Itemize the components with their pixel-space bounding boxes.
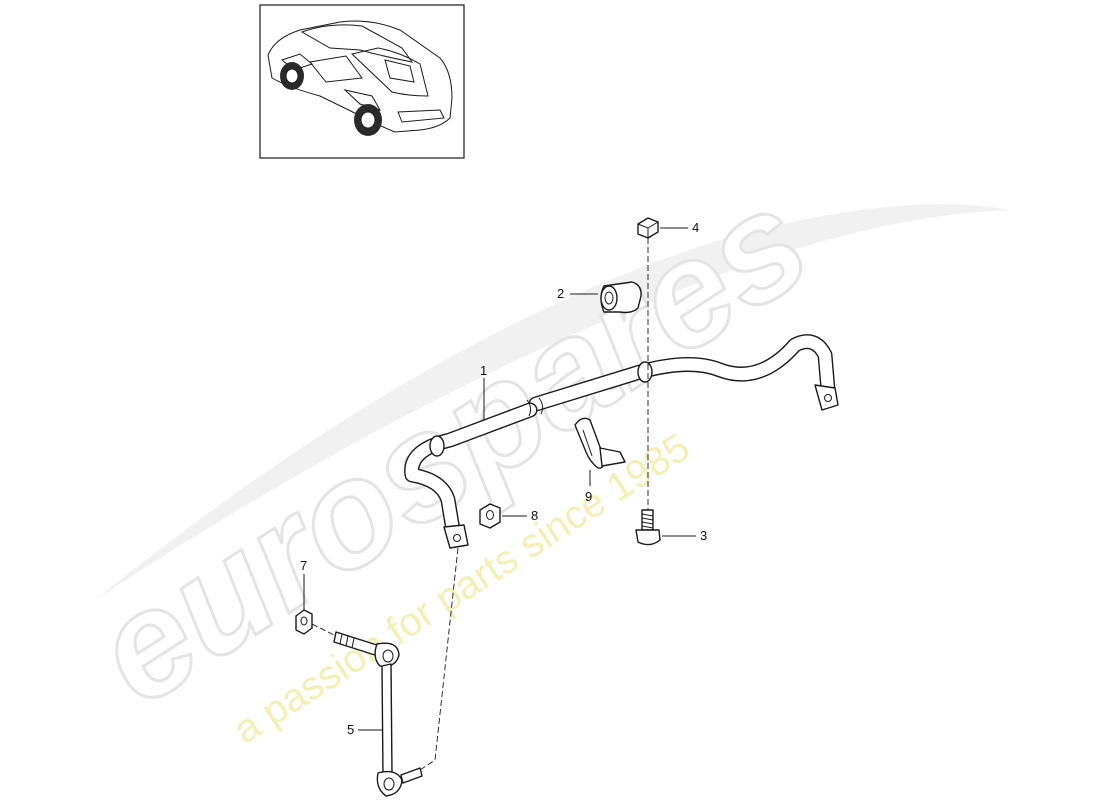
callout-9: 9 [585,489,592,504]
callout-8: 8 [531,508,538,523]
watermark: eurospares a passion for parts since 198… [64,154,1010,753]
bolt [635,509,661,546]
callout-5: 5 [347,722,354,737]
nut-link [295,609,313,635]
callout-4: 4 [692,220,699,235]
callout-3: 3 [700,528,707,543]
stabilizer-bar [404,334,839,549]
bushing [600,281,642,314]
nut-collar [479,503,501,529]
leader-lines [303,227,696,731]
nut-top [637,217,659,239]
clamp [574,417,626,469]
callout-2: 2 [557,286,564,301]
coupling-rod [333,631,423,797]
vehicle-thumbnail [259,4,465,159]
callout-7: 7 [300,558,307,573]
callout-1: 1 [480,363,487,378]
callouts: 1 2 3 4 5 7 8 9 [300,220,707,737]
car-icon [267,20,453,136]
assembly-lines [311,238,649,771]
